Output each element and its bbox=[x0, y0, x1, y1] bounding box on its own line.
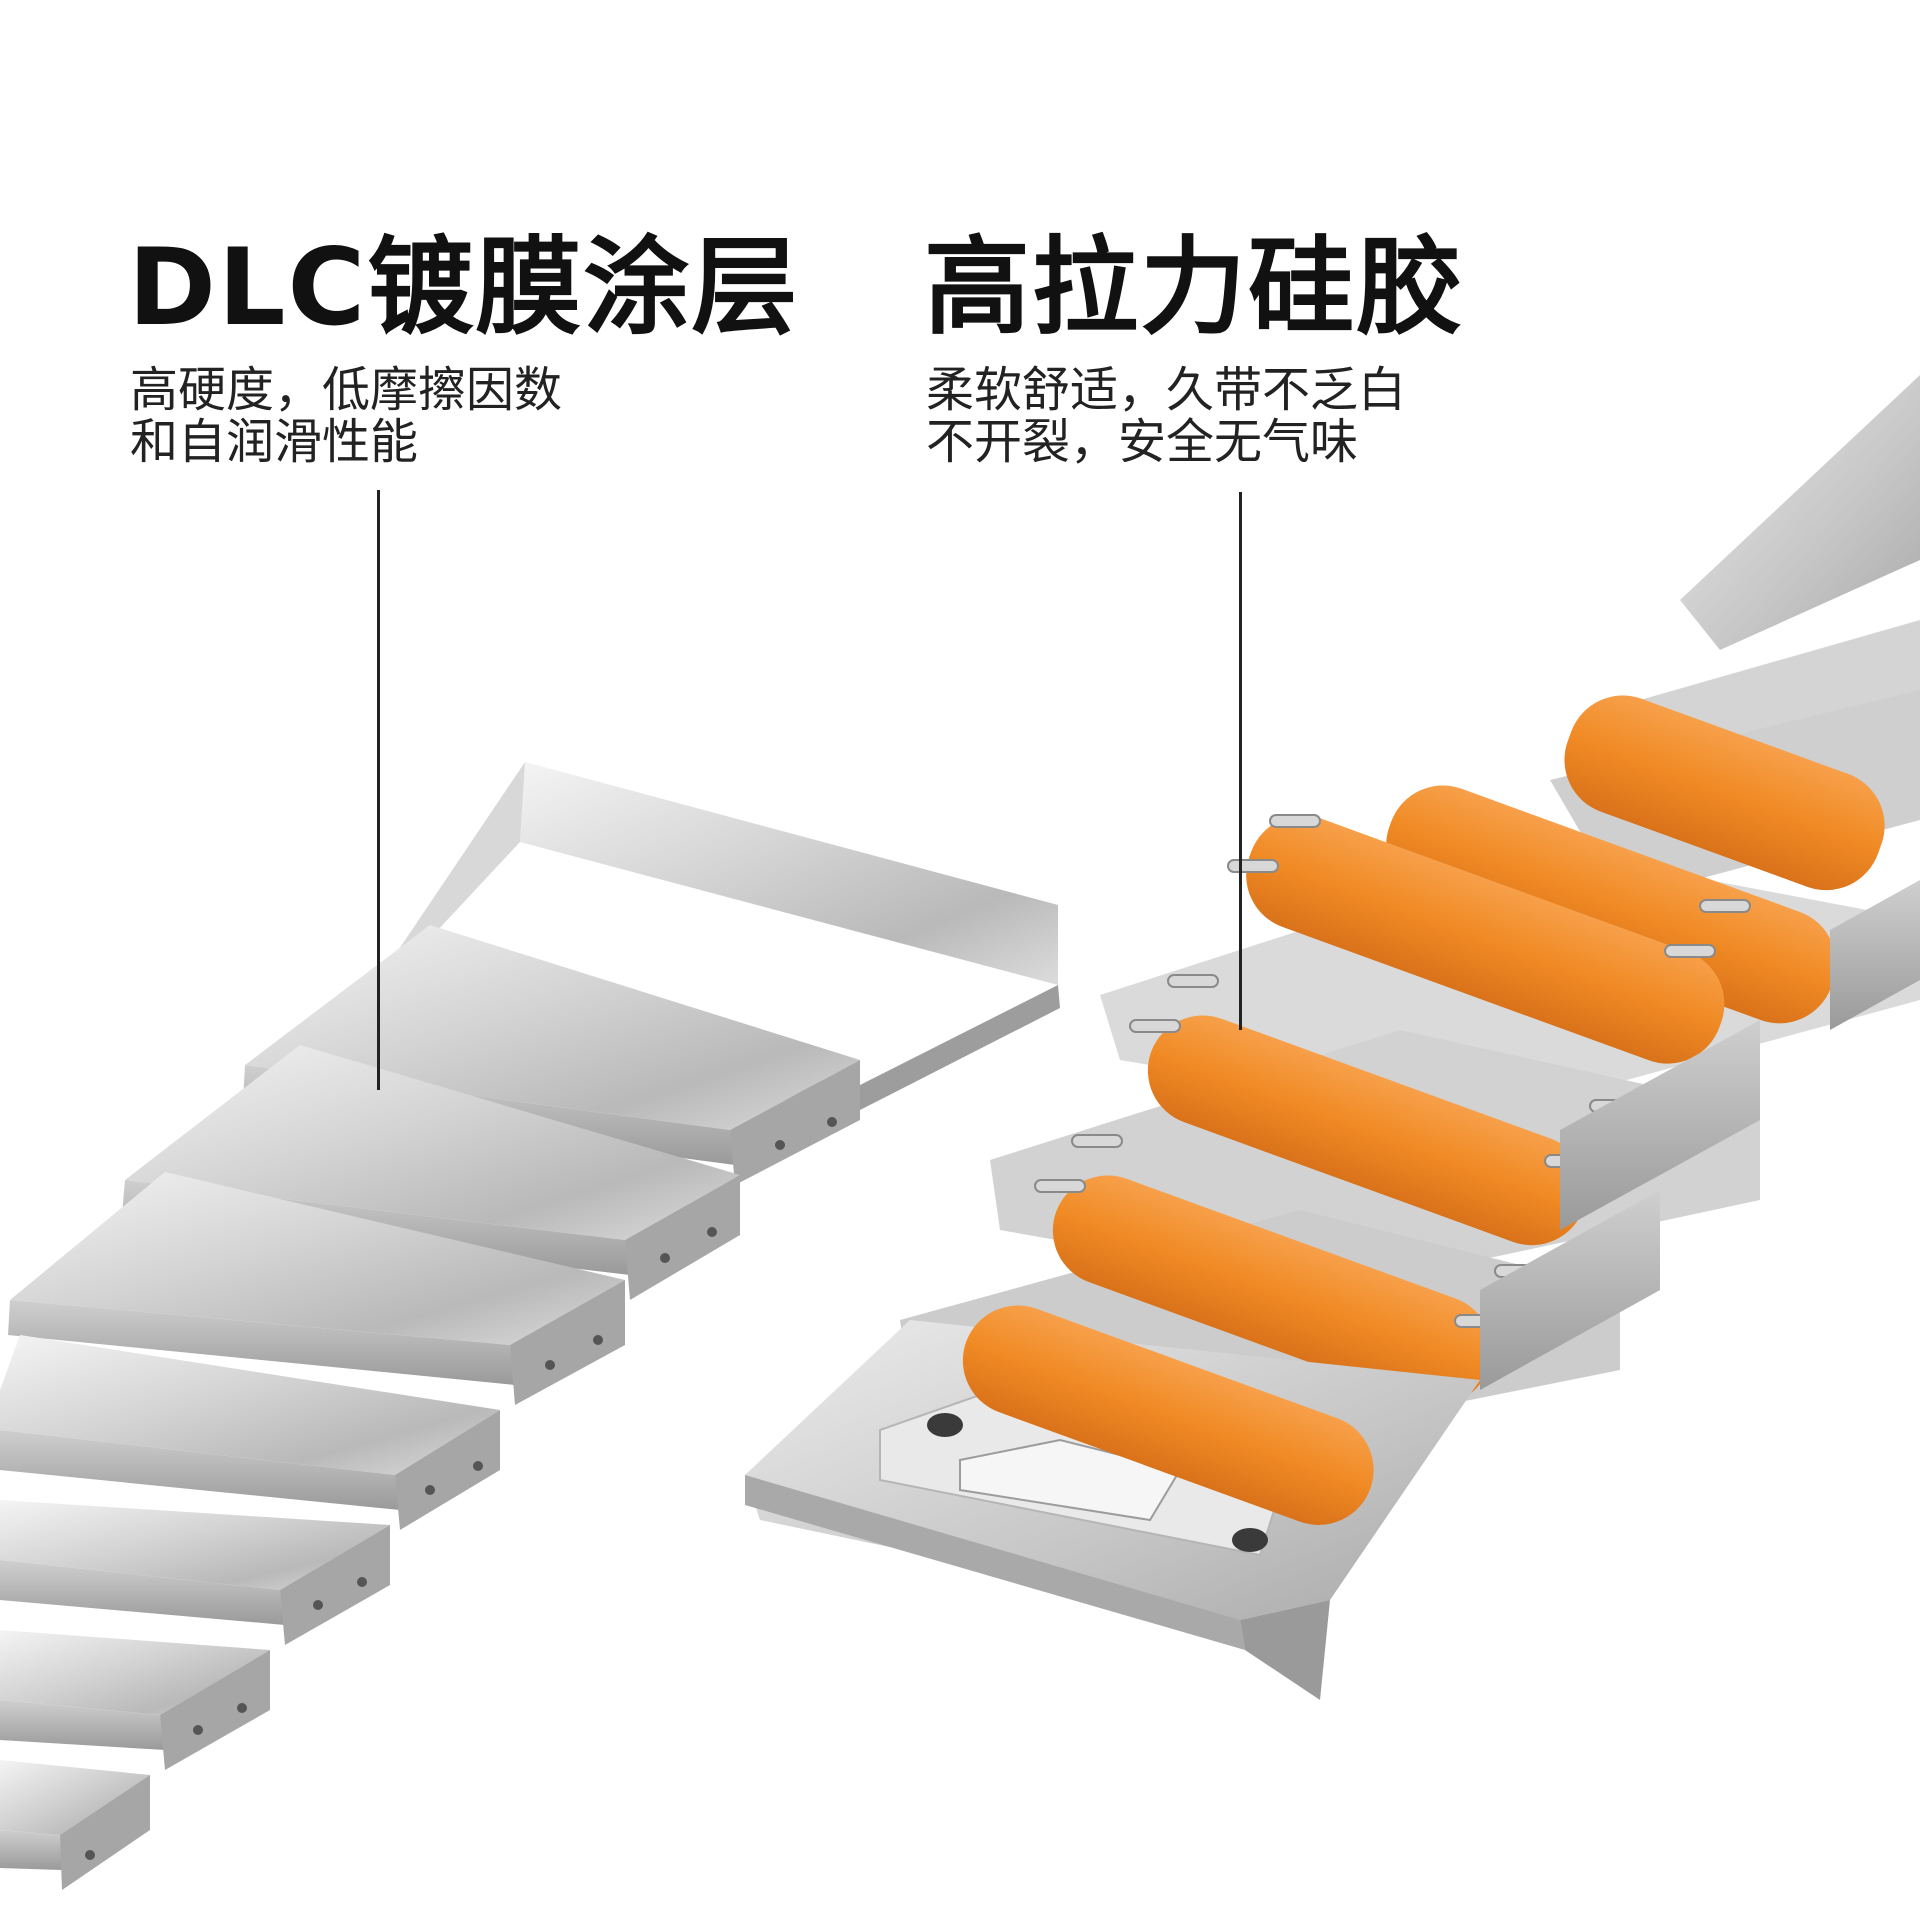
steel-link bbox=[0, 1630, 270, 1770]
silicone-bar bbox=[1246, 815, 1725, 1064]
steel-link bbox=[0, 1760, 150, 1890]
silicone-title: 高拉力硅胶 bbox=[924, 226, 1464, 349]
steel-links bbox=[0, 762, 1060, 1890]
coating-desc-line2: 和自润滑性能 bbox=[130, 414, 419, 470]
silicone-description: 柔软舒适，久带不乏白 不开裂，安全无气味 bbox=[926, 364, 1464, 468]
silicone-bar bbox=[1052, 1175, 1492, 1406]
silicone-feature: 高拉力硅胶 柔软舒适，久带不乏白 不开裂，安全无气味 bbox=[924, 226, 1464, 469]
silicone-desc-line1: 柔软舒适，久带不乏白 bbox=[926, 362, 1407, 418]
coating-desc-line1: 高硬度，低摩擦因数 bbox=[130, 362, 563, 418]
steel-link bbox=[0, 1500, 390, 1645]
coating-description: 高硬度，低摩擦因数 和自润滑性能 bbox=[130, 364, 799, 468]
silicone-bar bbox=[1147, 1015, 1587, 1246]
hybrid-band bbox=[745, 375, 1920, 1700]
coating-leader-line bbox=[377, 490, 380, 1090]
silicone-desc-line2: 不开裂，安全无气味 bbox=[926, 414, 1359, 470]
steel-link bbox=[0, 1335, 500, 1530]
coating-title: DLC镀膜涂层 bbox=[128, 226, 800, 349]
steel-link bbox=[8, 1172, 625, 1405]
coating-feature: DLC镀膜涂层 高硬度，低摩擦因数 和自润滑性能 bbox=[128, 226, 800, 469]
clasp-plate bbox=[745, 1305, 1480, 1700]
silicone-bar bbox=[1564, 695, 1885, 891]
silicone-leader-line bbox=[1239, 492, 1242, 1030]
silicone-bar bbox=[1386, 785, 1837, 1024]
